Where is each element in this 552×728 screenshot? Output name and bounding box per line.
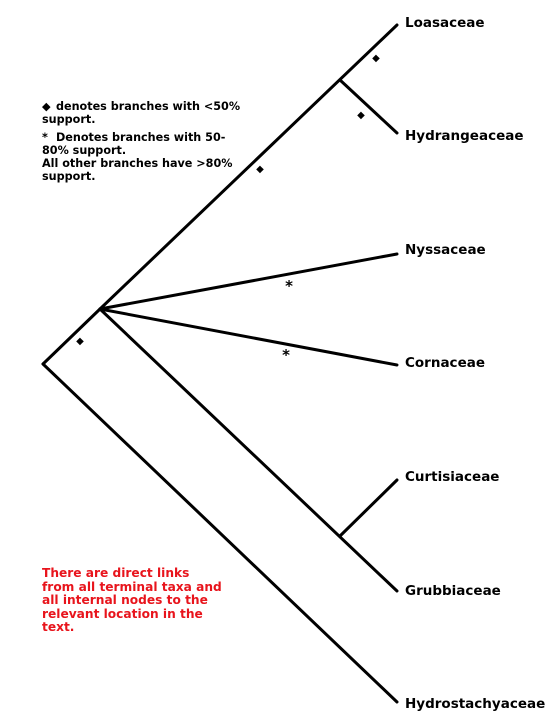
branch-crown-grubbiaceae[interactable] [98,307,399,593]
branch-crown-loasaceae[interactable] [98,23,399,311]
legend-star-entry: *Denotes branches with 50-80% support.Al… [42,131,242,183]
taxon-grubbiaceae[interactable]: Grubbiaceae [405,583,501,599]
branch-nyssaceae[interactable] [98,252,399,311]
legend-diamond-entry: ◆denotes branches with <50% support. [42,100,242,126]
support-star-cornaceae: * [282,346,290,364]
taxon-cornaceae[interactable]: Cornaceae [405,355,485,371]
diamond-icon: ◆ [42,100,51,113]
branch-cornaceae[interactable] [98,307,399,367]
star-icon: * [42,131,48,144]
legend-other-text: All other branches have >80% support. [42,157,233,183]
branch-curtisiaceae[interactable] [338,478,399,538]
legend-star-text: Denotes branches with 50-80% support. [42,131,226,157]
support-star-nyssaceae: * [285,277,293,295]
support-diamond-crown: ◆ [76,336,84,347]
legend-diamond-text: denotes branches with <50% support. [42,100,241,126]
taxon-curtisiaceae[interactable]: Curtisiaceae [405,469,499,485]
branch-hydrangeaceae[interactable] [338,78,399,135]
branch-root-hydrostachyaceae[interactable] [41,362,399,704]
support-diamond-loasaceae-hydrangeaceae: ◆ [256,164,264,175]
taxon-hydrostachyaceae[interactable]: Hydrostachyaceae [405,696,545,712]
branch-root-crown[interactable] [41,307,102,366]
support-diamond-hydrangeaceae: ◆ [357,110,365,121]
taxon-hydrangeaceae[interactable]: Hydrangeaceae [405,128,524,144]
support-diamond-loasaceae: ◆ [372,53,380,64]
taxon-loasaceae[interactable]: Loasaceae [405,15,485,31]
links-note: There are direct links from all terminal… [42,566,222,634]
taxon-nyssaceae[interactable]: Nyssaceae [405,242,486,258]
support-legend: ◆denotes branches with <50% support. *De… [42,100,242,188]
